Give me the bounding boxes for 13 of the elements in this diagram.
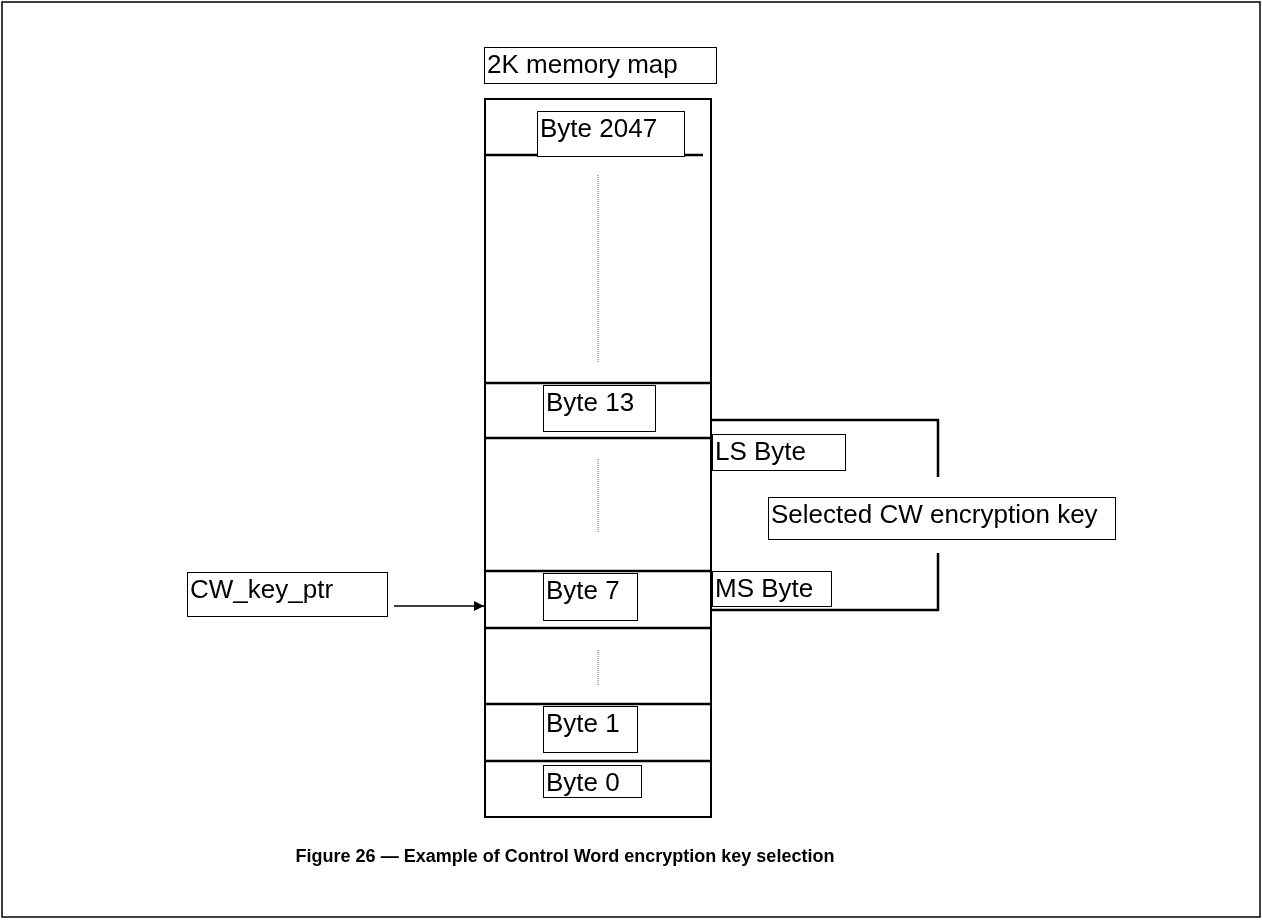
label-box: Selected CW encryption key: [768, 497, 1116, 540]
figure-caption: Figure 26 — Example of Control Word encryption key selection: [295, 846, 835, 866]
label-box: Byte 2047: [537, 111, 685, 157]
label-box: LS Byte: [712, 434, 846, 471]
label-box: Byte 0: [543, 765, 642, 798]
label-box: Byte 13: [543, 385, 656, 432]
label-box: MS Byte: [712, 571, 832, 607]
label-box: CW_key_ptr: [187, 572, 388, 617]
memory-map-column: [484, 98, 712, 818]
label-box: Byte 7: [543, 573, 638, 621]
label-box: 2K memory map: [484, 47, 717, 84]
arrow: [393, 601, 485, 611]
label-box: Byte 1: [543, 706, 638, 753]
